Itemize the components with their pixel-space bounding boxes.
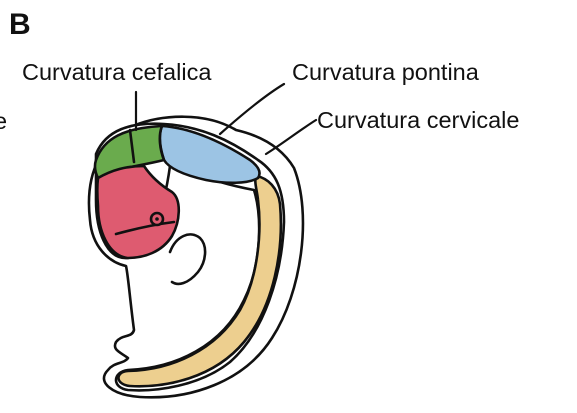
optic-vesicle-dot [155,217,159,221]
leader-curvatura-pontina [220,84,284,134]
leader-curvatura-cervicale [266,120,316,154]
label-curvatura-cervicale: Curvatura cervicale [317,107,519,133]
cut-off-label-fragment: e [0,108,7,134]
label-curvatura-pontina: Curvatura pontina [292,59,480,85]
label-curvatura-cefalica: Curvatura cefalica [22,59,212,85]
panel-letter-text: B [9,8,31,41]
